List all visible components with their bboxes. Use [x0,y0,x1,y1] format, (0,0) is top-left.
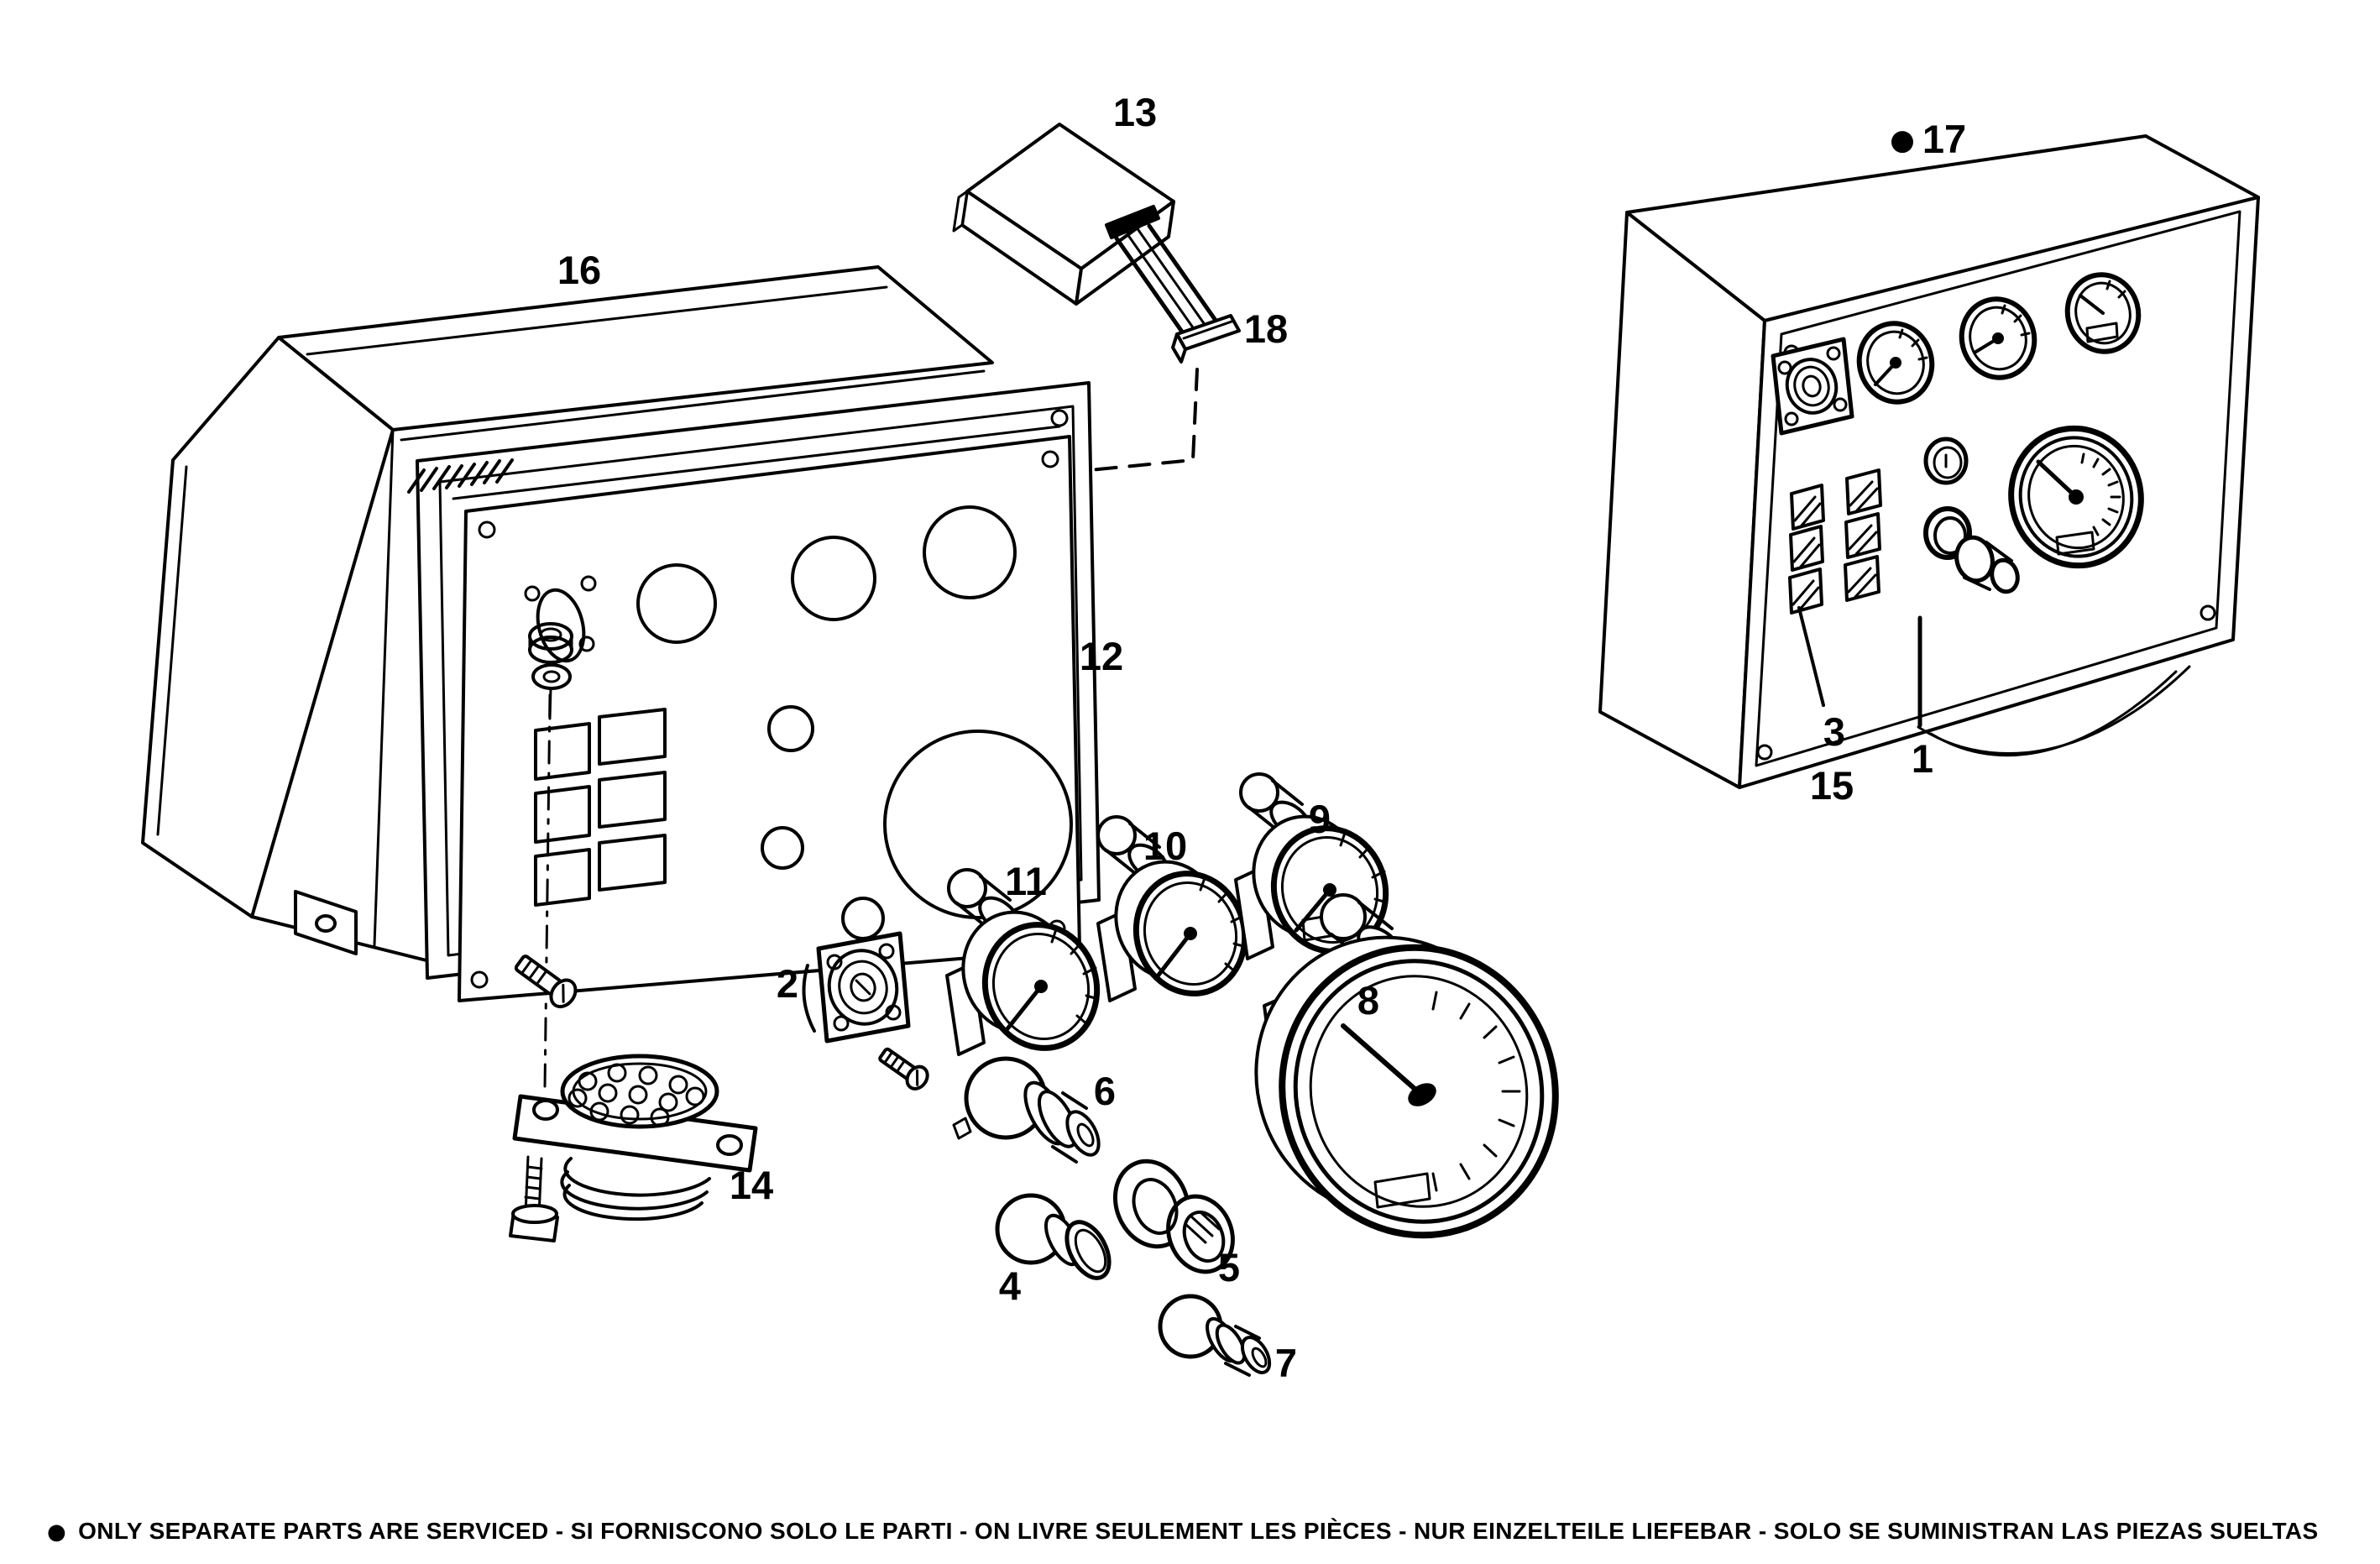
part-label-17: 17 [1922,117,1966,161]
switch-cutouts [534,708,667,907]
grommet-5 [1112,1159,1235,1274]
footer-bullet: ● [47,1520,67,1545]
panel-gauge-right [2064,272,2142,354]
part-label-18: 18 [1244,306,1288,351]
multipin-connector-14 [512,1054,758,1221]
part-label-5: 5 [1218,1245,1240,1289]
part-label-12: 12 [1080,634,1123,678]
tachometer-hole [883,730,1073,919]
part-label-3: 3 [1823,709,1845,754]
part-label-11: 11 [1005,859,1047,903]
part-label-13: 13 [1113,90,1157,134]
part-label-6: 6 [1094,1069,1116,1113]
assembled-panel-17 [1598,134,2260,789]
leader-line-3 [1797,606,1825,707]
part-label-7: 7 [1275,1341,1297,1385]
panel-gauge-middle [1959,296,2037,380]
panel-gauge-left [1856,321,1935,405]
housing-box-16 [141,265,994,972]
gasket-hatching [407,458,514,494]
mounting-screw [514,955,578,1009]
push-button-4 [995,1193,1112,1280]
panel-indicator-squares [1788,468,1882,615]
dial-ticks [1431,991,1521,1192]
panel-tachometer [2008,425,2144,569]
footer-legend: ● ONLY SEPARATE PARTS ARE SERVICED - SI F… [47,1518,2364,1545]
module-13 [952,123,1175,306]
sender-6 [952,1056,1101,1164]
center-dash-dot-line [543,693,552,1090]
gauge-hole [923,505,1017,599]
part-label-10: 10 [1143,824,1187,868]
part-label-4: 4 [999,1263,1021,1308]
part-label-2: 2 [777,961,798,1006]
serviced-part-bullet: ● [1890,123,1915,157]
part-label-8: 8 [1357,978,1379,1023]
part-label-15: 15 [1810,763,1854,808]
gauge-10 [1096,815,1248,1002]
panel-knob [1954,535,2020,594]
switch-screw [878,1047,929,1091]
part-label-9: 9 [1309,797,1331,841]
gauge-11 [945,868,1101,1056]
part-label-16: 16 [557,248,601,292]
connector-bolt [509,1155,559,1242]
part-label-14: 14 [730,1163,773,1207]
key-switch-2 [802,931,911,1044]
panel-key-switch [1771,337,1854,436]
panel-indicator-light [1923,437,1969,485]
sender-7 [1158,1294,1272,1377]
tachometer-gauge-8 [1254,893,1559,1239]
footer-text: ONLY SEPARATE PARTS ARE SERVICED - SI FO… [78,1518,2319,1544]
cable-connector-18 [1088,314,1241,472]
gauge-hole [791,536,876,621]
connector-pins [568,1063,705,1127]
part-label-1: 1 [1912,736,1933,781]
assembly-dash-line [1088,368,1199,472]
gauge-hole [636,563,717,644]
ribbon-cable [1114,223,1219,337]
switch-oval-hole [536,588,586,663]
